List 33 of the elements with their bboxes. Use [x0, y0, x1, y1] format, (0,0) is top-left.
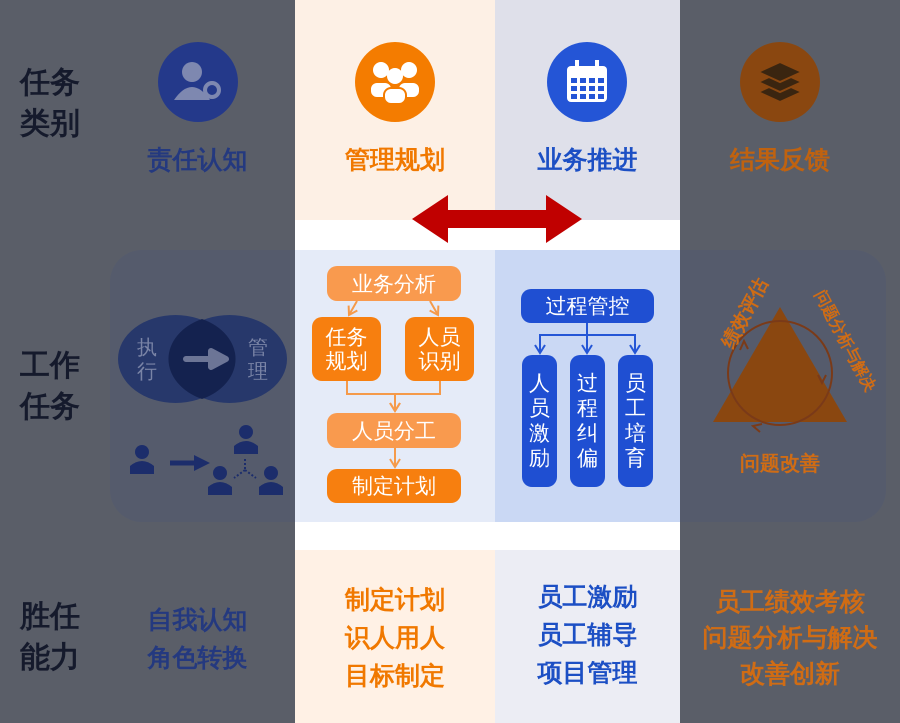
process-box: 人员分工	[327, 413, 461, 448]
column-heading: 业务推进	[538, 144, 638, 176]
row-label: 胜任能力	[18, 598, 81, 677]
vertical-box: 人员激励	[522, 355, 557, 487]
arrow	[389, 448, 401, 468]
skill-text: 目标制定	[344, 660, 446, 692]
arrow	[348, 300, 358, 316]
row-label: 工作任务	[18, 347, 81, 426]
double-arrow	[412, 195, 582, 243]
skill-text: 员工绩效考核	[714, 586, 866, 618]
skill-text: 项目管理	[536, 657, 638, 689]
vertical-box: 过程纠偏	[570, 355, 605, 487]
skill-text: 制定计划	[344, 584, 446, 616]
cycle-label: 绩效评估	[716, 273, 774, 354]
skill-text: 改善创新	[739, 658, 841, 690]
process-box: 制定计划	[327, 469, 461, 503]
cycle-label: 问题改善	[739, 450, 821, 477]
arrow	[389, 381, 441, 412]
arrow	[428, 300, 440, 316]
column-heading: 结果反馈	[730, 144, 830, 176]
column-heading: 管理规划	[345, 144, 445, 176]
vertical-box: 员工培育	[618, 355, 653, 487]
skill-text: 识人用人	[344, 622, 446, 654]
process-box: 业务分析	[327, 266, 461, 301]
process-box: 过程管控	[521, 289, 654, 323]
skill-text: 员工辅导	[536, 619, 638, 651]
arrow	[586, 323, 641, 354]
skill-text: 员工激励	[536, 581, 638, 613]
process-box: 任务规划	[312, 317, 381, 381]
process-box: 人员识别	[405, 317, 474, 381]
row-label: 任务类别	[18, 64, 81, 143]
skill-text: 问题分析与解决	[702, 622, 878, 654]
cycle-label: 问题分析与解决	[810, 286, 882, 397]
